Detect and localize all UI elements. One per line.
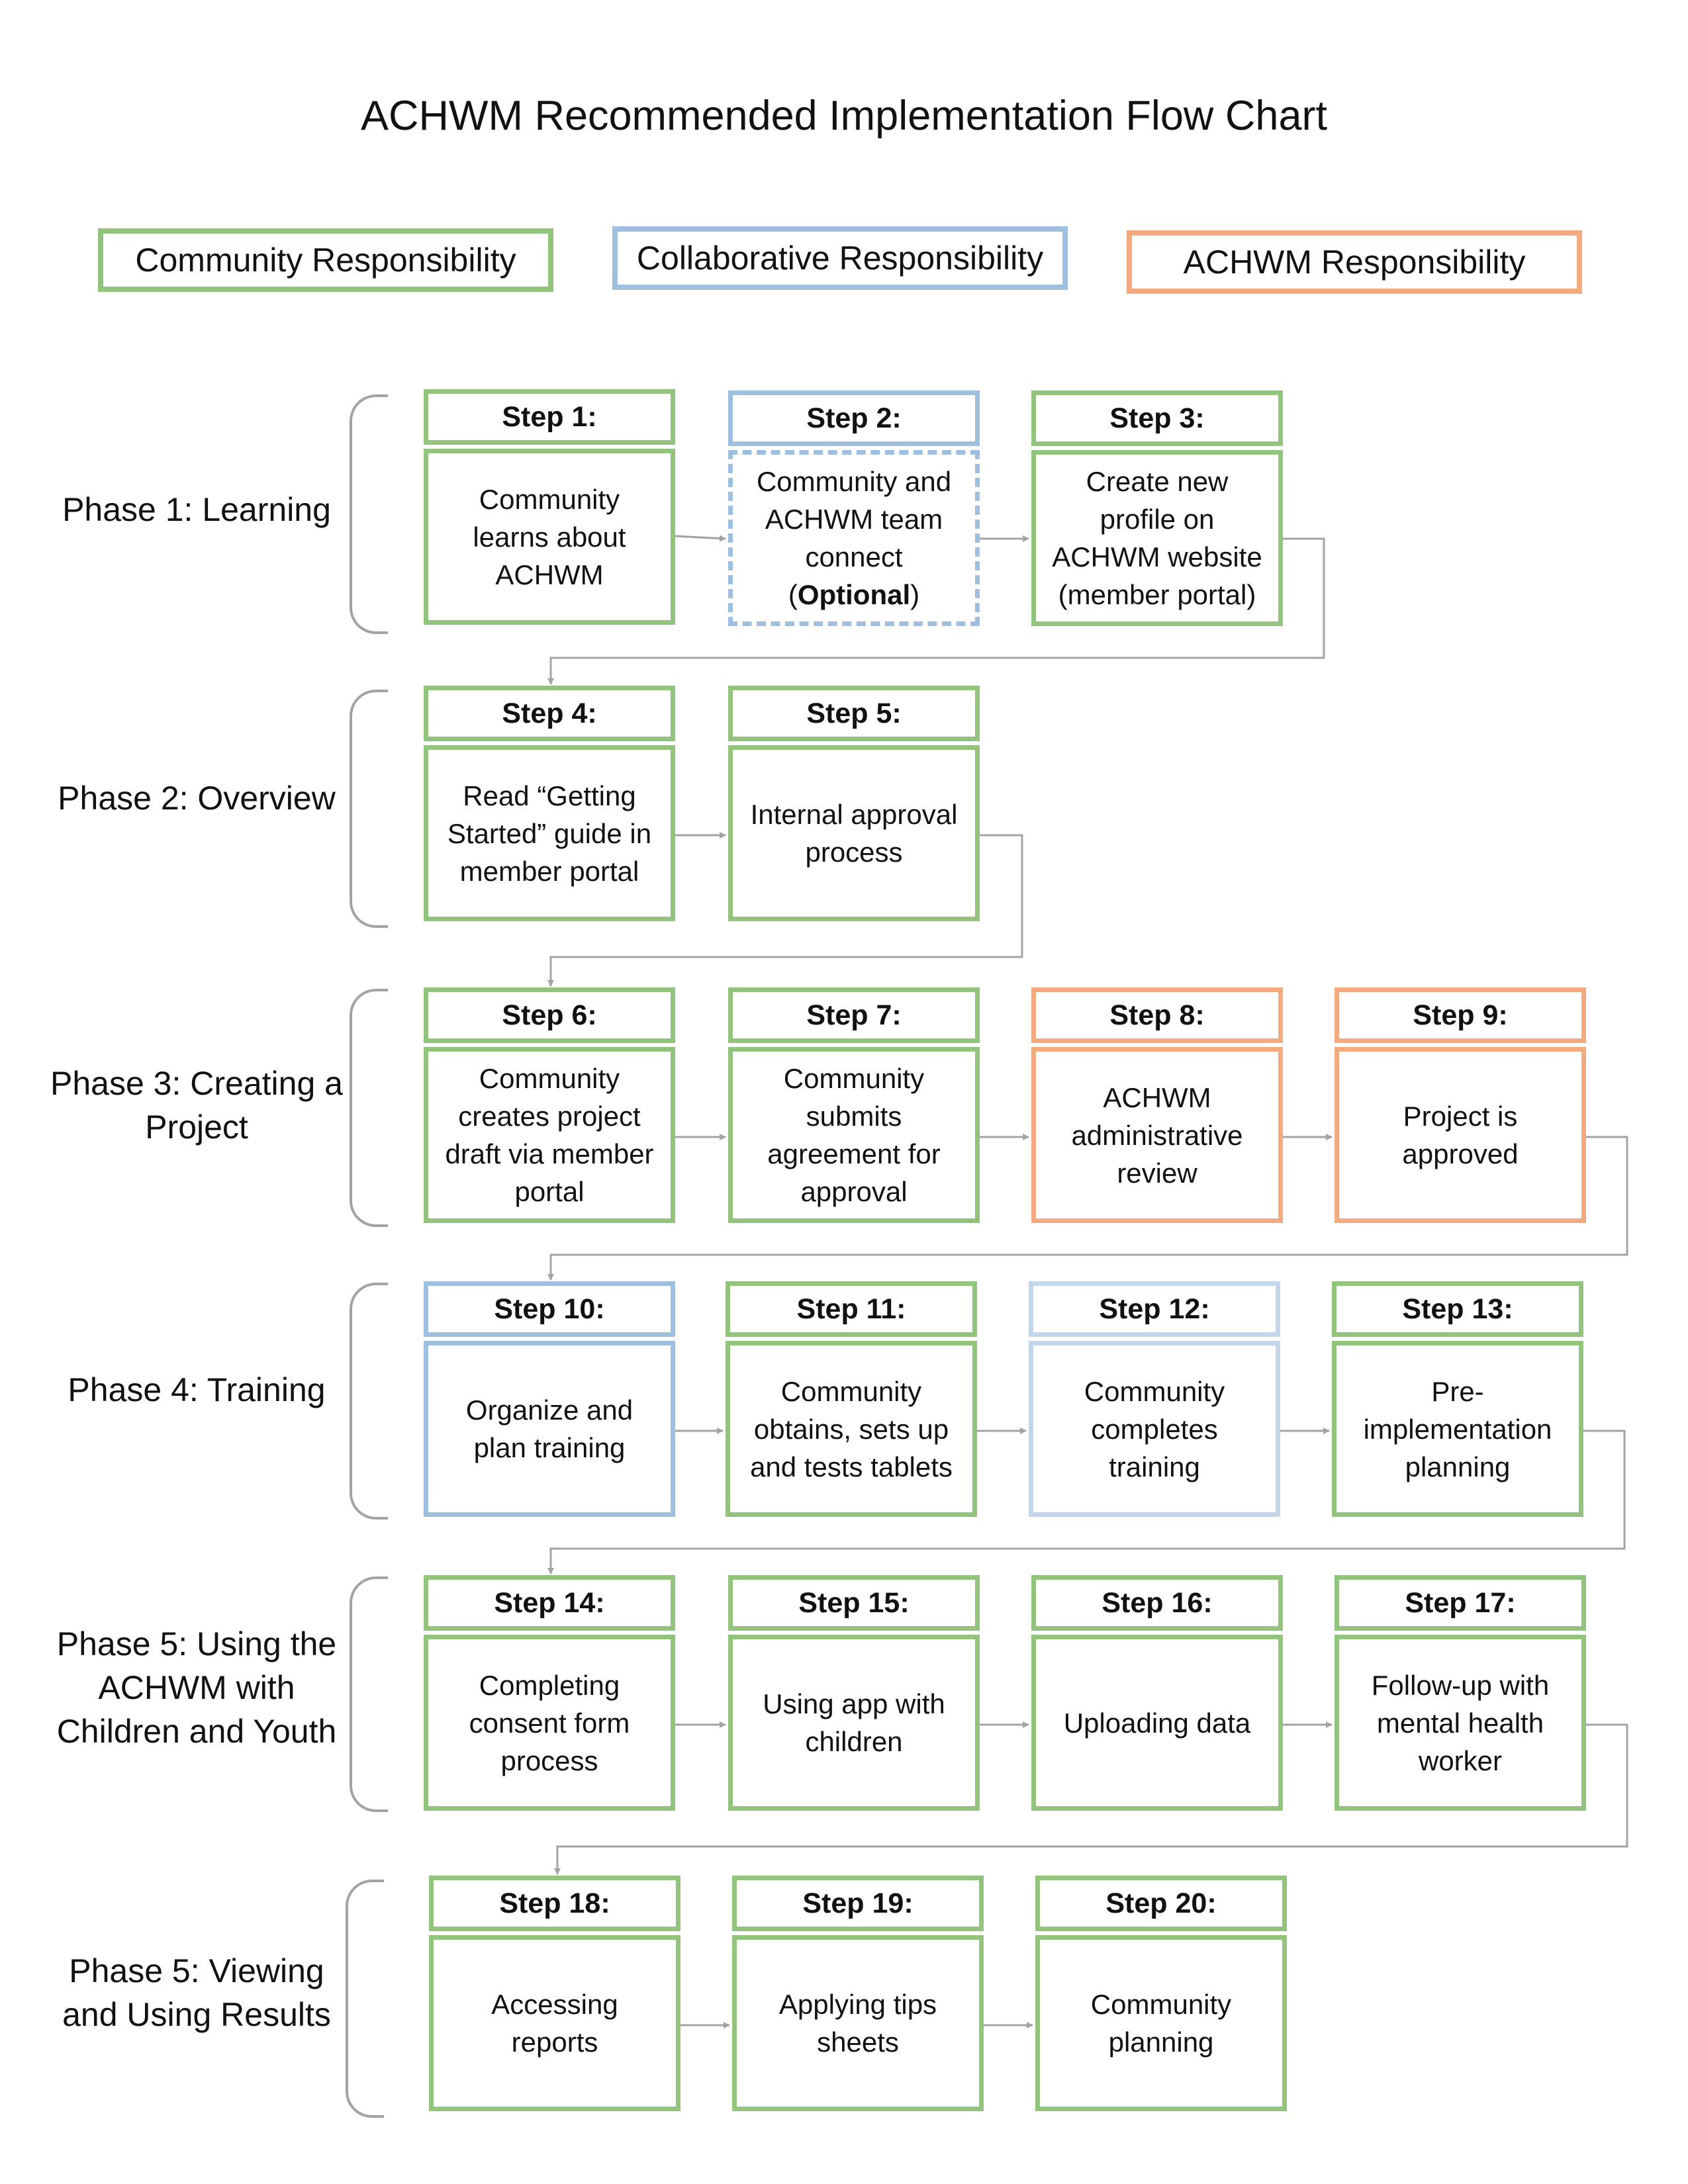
step-20-text: Community planning — [1035, 1935, 1287, 2111]
step-17: Step 17: Follow-up with mental health wo… — [1335, 1575, 1586, 1811]
step-18: Step 18: Accessing reports — [429, 1876, 680, 2111]
step-1-text: Community learns about ACHWM — [424, 449, 675, 625]
step-2-text: Community and ACHWM team connect — [756, 466, 952, 572]
step-19: Step 19: Applying tips sheets — [732, 1876, 984, 2111]
legend-collaborative-label: Collaborative Responsibility — [636, 240, 1044, 277]
step-3-text: Create new profile on ACHWM website (mem… — [1031, 450, 1283, 626]
page-title: ACHWM Recommended Implementation Flow Ch… — [361, 93, 1327, 139]
legend-community: Community Responsibility — [98, 228, 553, 292]
step-13-text: Pre-implementation planning — [1332, 1341, 1583, 1517]
legend-achwm-label: ACHWM Responsibility — [1183, 244, 1526, 281]
step-2-title: Step 2: — [728, 390, 980, 446]
step-10-text: Organize and plan training — [424, 1341, 675, 1517]
legend-achwm: ACHWM Responsibility — [1127, 230, 1582, 294]
legend-collaborative: Collaborative Responsibility — [612, 226, 1068, 290]
phase-6-label: Phase 5: Viewing and Using Results — [62, 1952, 331, 2033]
step-15-title: Step 15: — [728, 1575, 980, 1631]
step-17-title: Step 17: — [1335, 1575, 1586, 1631]
step-20: Step 20: Community planning — [1035, 1876, 1287, 2111]
step-5-title: Step 5: — [728, 686, 980, 741]
step-10: Step 10: Organize and plan training — [424, 1281, 675, 1517]
step-5: Step 5: Internal approval process — [728, 686, 980, 921]
step-12: Step 12: Community completes training — [1029, 1281, 1280, 1517]
step-20-title: Step 20: — [1035, 1876, 1287, 1931]
step-7-text: Community submits agreement for approval — [728, 1047, 980, 1223]
arrow-step1-step2 — [675, 535, 726, 542]
step-12-text: Community completes training — [1029, 1341, 1280, 1517]
step-18-text: Accessing reports — [429, 1935, 680, 2111]
step-14-title: Step 14: — [424, 1575, 675, 1631]
arrow-step13-step14 — [547, 1430, 1626, 1574]
step-8-text: ACHWM administrative review — [1031, 1047, 1283, 1223]
step-11: Step 11: Community obtains, sets up and … — [726, 1281, 977, 1517]
phase-6-bracket — [346, 1880, 384, 2118]
phase-5-label: Phase 5: Using the ACHWM with Children a… — [56, 1625, 337, 1750]
step-17-text: Follow-up with mental health worker — [1335, 1635, 1586, 1811]
phase-4-bracket — [350, 1283, 388, 1520]
step-19-text: Applying tips sheets — [732, 1935, 984, 2111]
phase-1-label: Phase 1: Learning — [62, 491, 331, 528]
step-1: Step 1: Community learns about ACHWM — [424, 389, 675, 625]
arrow-step17-step18 — [554, 1723, 1628, 1875]
step-14: Step 14: Completing consent form process — [424, 1575, 675, 1811]
step-12-title: Step 12: — [1029, 1281, 1280, 1337]
step-10-title: Step 10: — [424, 1281, 675, 1337]
step-4-text: Read “Getting Started” guide in member p… — [424, 745, 675, 921]
step-7-title: Step 7: — [728, 987, 980, 1043]
arrow-step9-step10 — [547, 1136, 1628, 1281]
step-6-title: Step 6: — [424, 987, 675, 1043]
step-15: Step 15: Using app with children — [728, 1575, 980, 1811]
step-14-text: Completing consent form process — [424, 1635, 675, 1811]
phase-5-bracket — [350, 1576, 388, 1812]
step-3: Step 3: Create new profile on ACHWM webs… — [1031, 390, 1283, 626]
step-18-title: Step 18: — [429, 1876, 680, 1931]
phase-2-label: Phase 2: Overview — [58, 780, 336, 817]
step-13-title: Step 13: — [1332, 1281, 1583, 1337]
step-2: Step 2: Community and ACHWM team connect… — [728, 390, 980, 626]
step-7: Step 7: Community submits agreement for … — [728, 987, 980, 1223]
step-6-text: Community creates project draft via memb… — [424, 1047, 675, 1223]
step-2-body: Community and ACHWM team connect(Optiona… — [728, 450, 980, 626]
step-16-title: Step 16: — [1031, 1575, 1283, 1631]
phase-4-label: Phase 4: Training — [68, 1371, 326, 1408]
step-11-text: Community obtains, sets up and tests tab… — [726, 1341, 977, 1517]
step-16-text: Uploading data — [1031, 1635, 1283, 1811]
legend-community-label: Community Responsibility — [135, 242, 516, 279]
step-9: Step 9: Project is approved — [1335, 987, 1586, 1223]
step-5-text: Internal approval process — [728, 745, 980, 921]
step-13: Step 13: Pre-implementation planning — [1332, 1281, 1583, 1517]
step-2-optional: Optional — [797, 579, 911, 610]
step-9-text: Project is approved — [1335, 1047, 1586, 1223]
step-8-title: Step 8: — [1031, 987, 1283, 1043]
phase-3-bracket — [350, 989, 388, 1227]
step-15-text: Using app with children — [728, 1635, 980, 1811]
phase-1-bracket — [350, 394, 388, 634]
step-3-title: Step 3: — [1031, 390, 1283, 446]
step-4-title: Step 4: — [424, 686, 675, 741]
arrow-step5-step6 — [547, 834, 1023, 987]
step-11-title: Step 11: — [726, 1281, 977, 1337]
step-6: Step 6: Community creates project draft … — [424, 987, 675, 1223]
phase-3-label: Phase 3: Creating a Project — [50, 1065, 343, 1146]
phase-2-bracket — [350, 690, 388, 928]
step-16: Step 16: Uploading data — [1031, 1575, 1283, 1811]
step-1-title: Step 1: — [424, 389, 675, 445]
arrow-step3-step4 — [547, 537, 1325, 685]
step-4: Step 4: Read “Getting Started” guide in … — [424, 686, 675, 921]
step-19-title: Step 19: — [732, 1876, 984, 1931]
step-8: Step 8: ACHWM administrative review — [1031, 987, 1283, 1223]
step-9-title: Step 9: — [1335, 987, 1586, 1043]
